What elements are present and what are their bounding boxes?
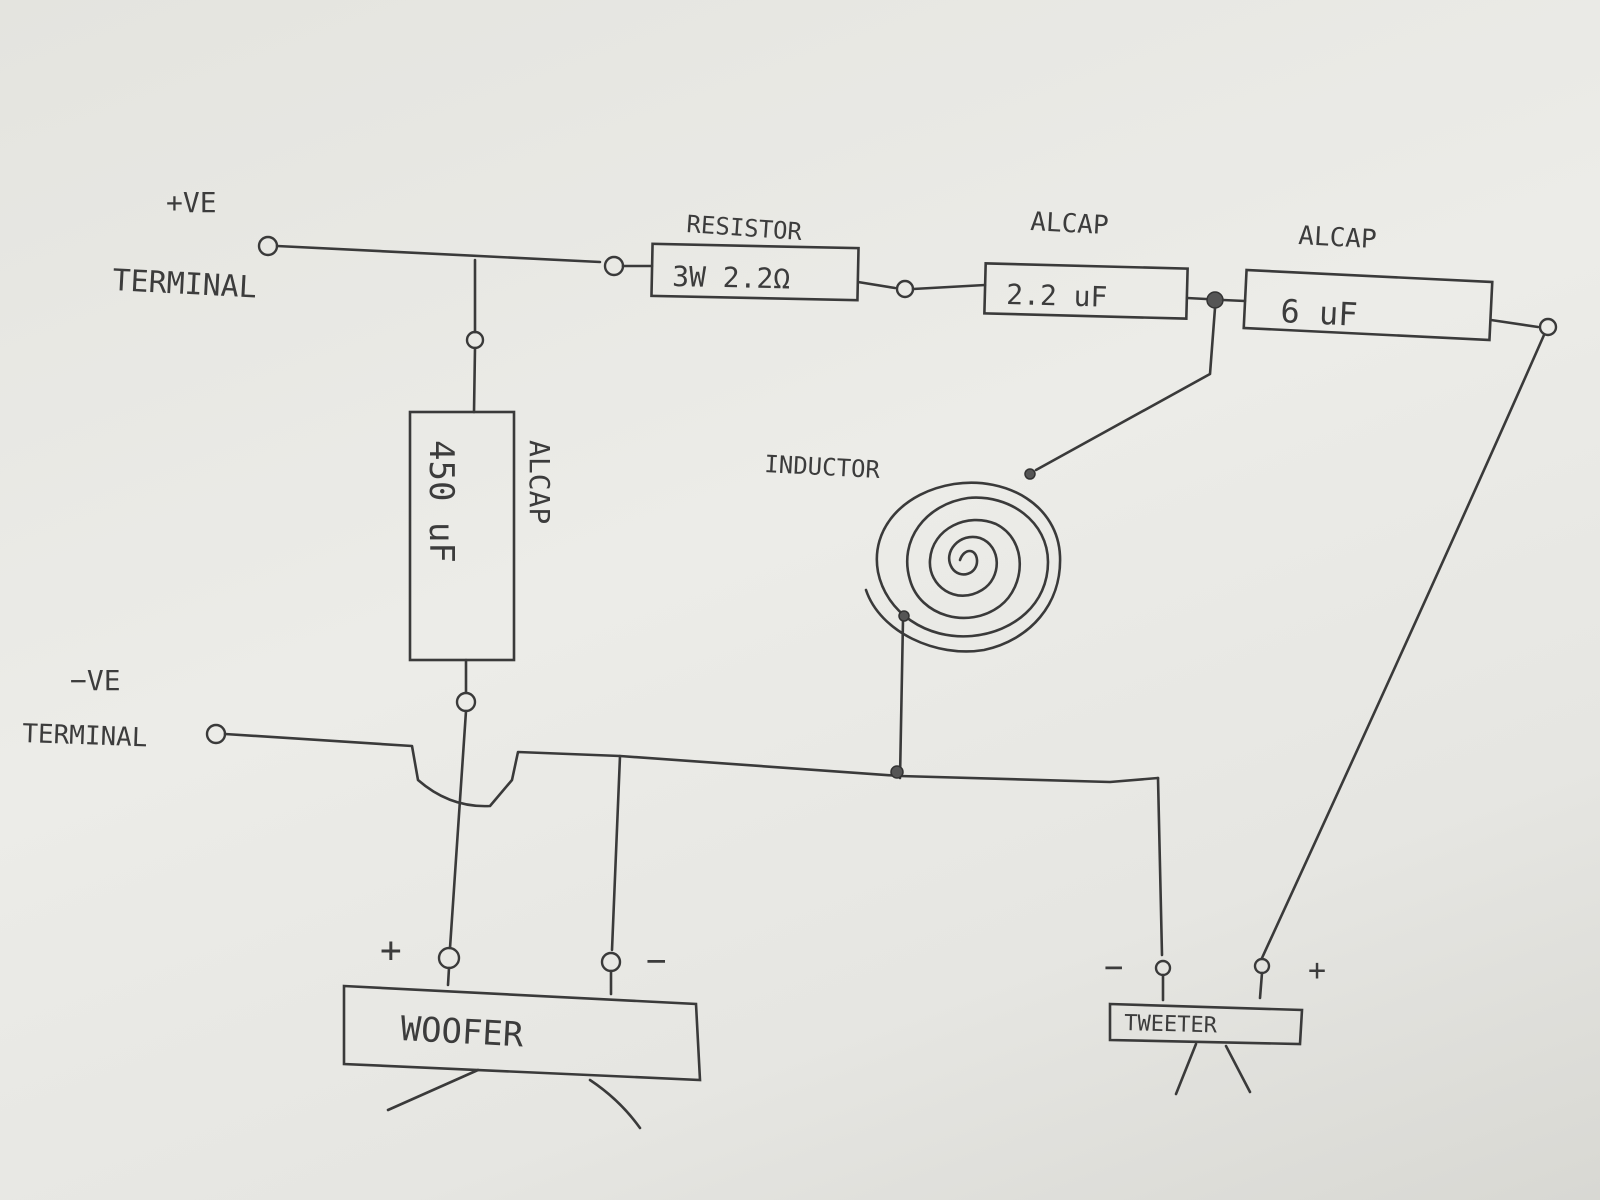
wire-to-alcap1 xyxy=(911,283,987,291)
alcap3-top-node xyxy=(465,330,485,350)
tweeter-plus-label: + xyxy=(1308,953,1326,988)
wire-inductor-down xyxy=(898,618,905,780)
junction-node xyxy=(1206,291,1224,309)
wire-to-tweeter-plus xyxy=(1260,333,1546,960)
tweeter-box xyxy=(1108,1002,1304,1046)
tweeter-leg-right xyxy=(1224,1044,1252,1094)
alcap1-box xyxy=(983,262,1189,320)
woofer-plus-node xyxy=(437,946,461,970)
alcap3-bottom-node xyxy=(455,691,477,713)
inductor-bottom-node xyxy=(898,610,910,622)
tweeter-minus-label: − xyxy=(1104,948,1123,986)
tweeter-plus-node xyxy=(1253,957,1271,975)
wire-to-woofer-plus xyxy=(448,709,468,950)
woofer-label: WOOFER xyxy=(400,1009,525,1055)
woofer-box xyxy=(342,984,702,1082)
resistor-title: RESISTOR xyxy=(686,210,804,246)
alcap2-right-node xyxy=(1538,317,1558,337)
alcap3-value: 450 uF xyxy=(421,440,461,563)
tweeter-leg-left xyxy=(1174,1042,1198,1096)
wire-alcap2-out xyxy=(1489,318,1540,329)
tweeter-minus-node xyxy=(1154,959,1172,977)
pos-terminal-label: TERMINAL xyxy=(112,263,258,306)
alcap2-box xyxy=(1242,268,1494,342)
woofer-minus-label: − xyxy=(646,941,666,981)
neg-terminal-node xyxy=(205,723,227,745)
resistor-box xyxy=(650,242,860,302)
alcap1-value: 2.2 uF xyxy=(1006,278,1108,314)
pos-terminal-node xyxy=(257,235,279,257)
wire-to-alcap3 xyxy=(472,346,477,414)
woofer-minus-node xyxy=(600,951,622,973)
tweeter-plus-lead xyxy=(1258,971,1264,1000)
wire-pos-rail xyxy=(275,244,602,264)
wire-to-tweeter-minus xyxy=(1156,776,1164,957)
resistor-left-node xyxy=(603,255,625,277)
wire-alcap1-out xyxy=(1185,296,1208,301)
neg-rail-junction xyxy=(890,765,904,779)
woofer-leg-right xyxy=(588,1078,642,1130)
resistor-value: 3W 2.2Ω xyxy=(672,260,791,295)
wire-neg-rail xyxy=(223,732,1160,808)
alcap3-box xyxy=(408,410,516,662)
tweeter-label: TWEETER xyxy=(1124,1011,1218,1038)
neg-ve-label: −VE xyxy=(70,664,121,697)
woofer-plus-label: + xyxy=(380,930,402,971)
inductor-top-node xyxy=(1024,468,1036,480)
alcap3-title: ALCAP xyxy=(523,440,556,524)
alcap2-title: ALCAP xyxy=(1298,221,1378,255)
alcap2-value: 6 uF xyxy=(1280,292,1359,334)
wire-resistor-out xyxy=(856,280,897,290)
inductor-title: INDUCTOR xyxy=(764,450,881,484)
resistor-right-node xyxy=(895,279,915,299)
inductor-spiral xyxy=(864,481,1062,653)
wire-to-woofer-minus xyxy=(610,754,622,952)
woofer-plus-lead xyxy=(446,966,451,987)
alcap1-title: ALCAP xyxy=(1030,207,1110,241)
wire-to-alcap2 xyxy=(1221,298,1247,303)
wire-to-inductor xyxy=(1034,306,1217,472)
woofer-leg-left xyxy=(386,1068,480,1112)
neg-terminal-label: TERMINAL xyxy=(22,719,148,753)
pos-ve-label: +VE xyxy=(166,186,217,219)
